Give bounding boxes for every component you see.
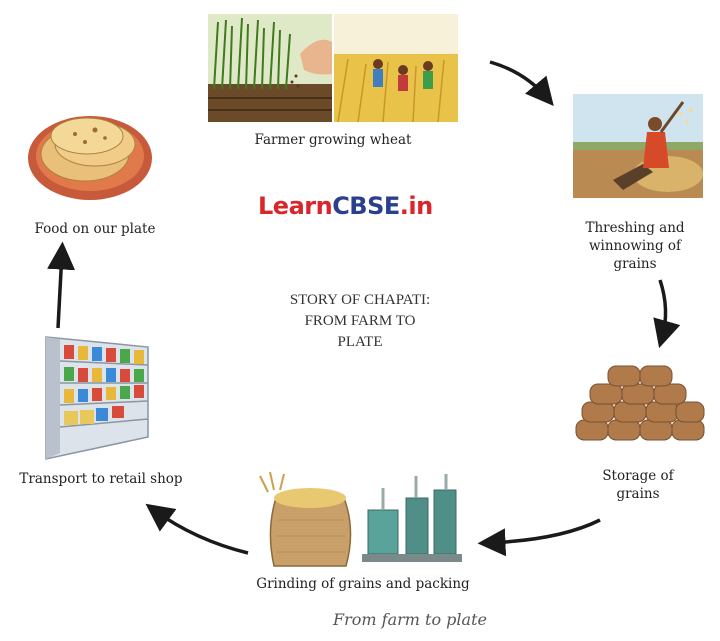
- arrow-5: [47, 241, 76, 329]
- step-label-threshing: Threshing and winnowing of grains: [585, 220, 685, 272]
- diagram-center-title: STORY OF CHAPATI: FROM FARM TO PLATE: [289, 292, 431, 350]
- retail-shelf-icon: [45, 336, 149, 460]
- arrow-2: [653, 279, 681, 349]
- flour-mill-icon: [259, 471, 462, 567]
- arrow-4: [145, 503, 249, 555]
- step-label-food-plate: Food on our plate: [34, 221, 156, 237]
- arrow-1: [489, 60, 554, 107]
- step-label-retail: Transport to retail shop: [19, 471, 183, 487]
- wheat-field-icon: [208, 14, 458, 123]
- step-label-storage: Storage of grains: [602, 468, 674, 502]
- grain-sacks-icon: [575, 365, 705, 441]
- chapati-plate-icon: [28, 116, 152, 200]
- figure-caption: From farm to plate: [333, 610, 487, 629]
- arrow-3: [477, 518, 601, 557]
- learncbse-logo: LearnCBSE.in: [258, 192, 433, 220]
- step-label-farmer-growing-wheat: Farmer growing wheat: [254, 132, 412, 148]
- step-label-grinding: Grinding of grains and packing: [256, 576, 470, 592]
- threshing-icon: [573, 94, 703, 198]
